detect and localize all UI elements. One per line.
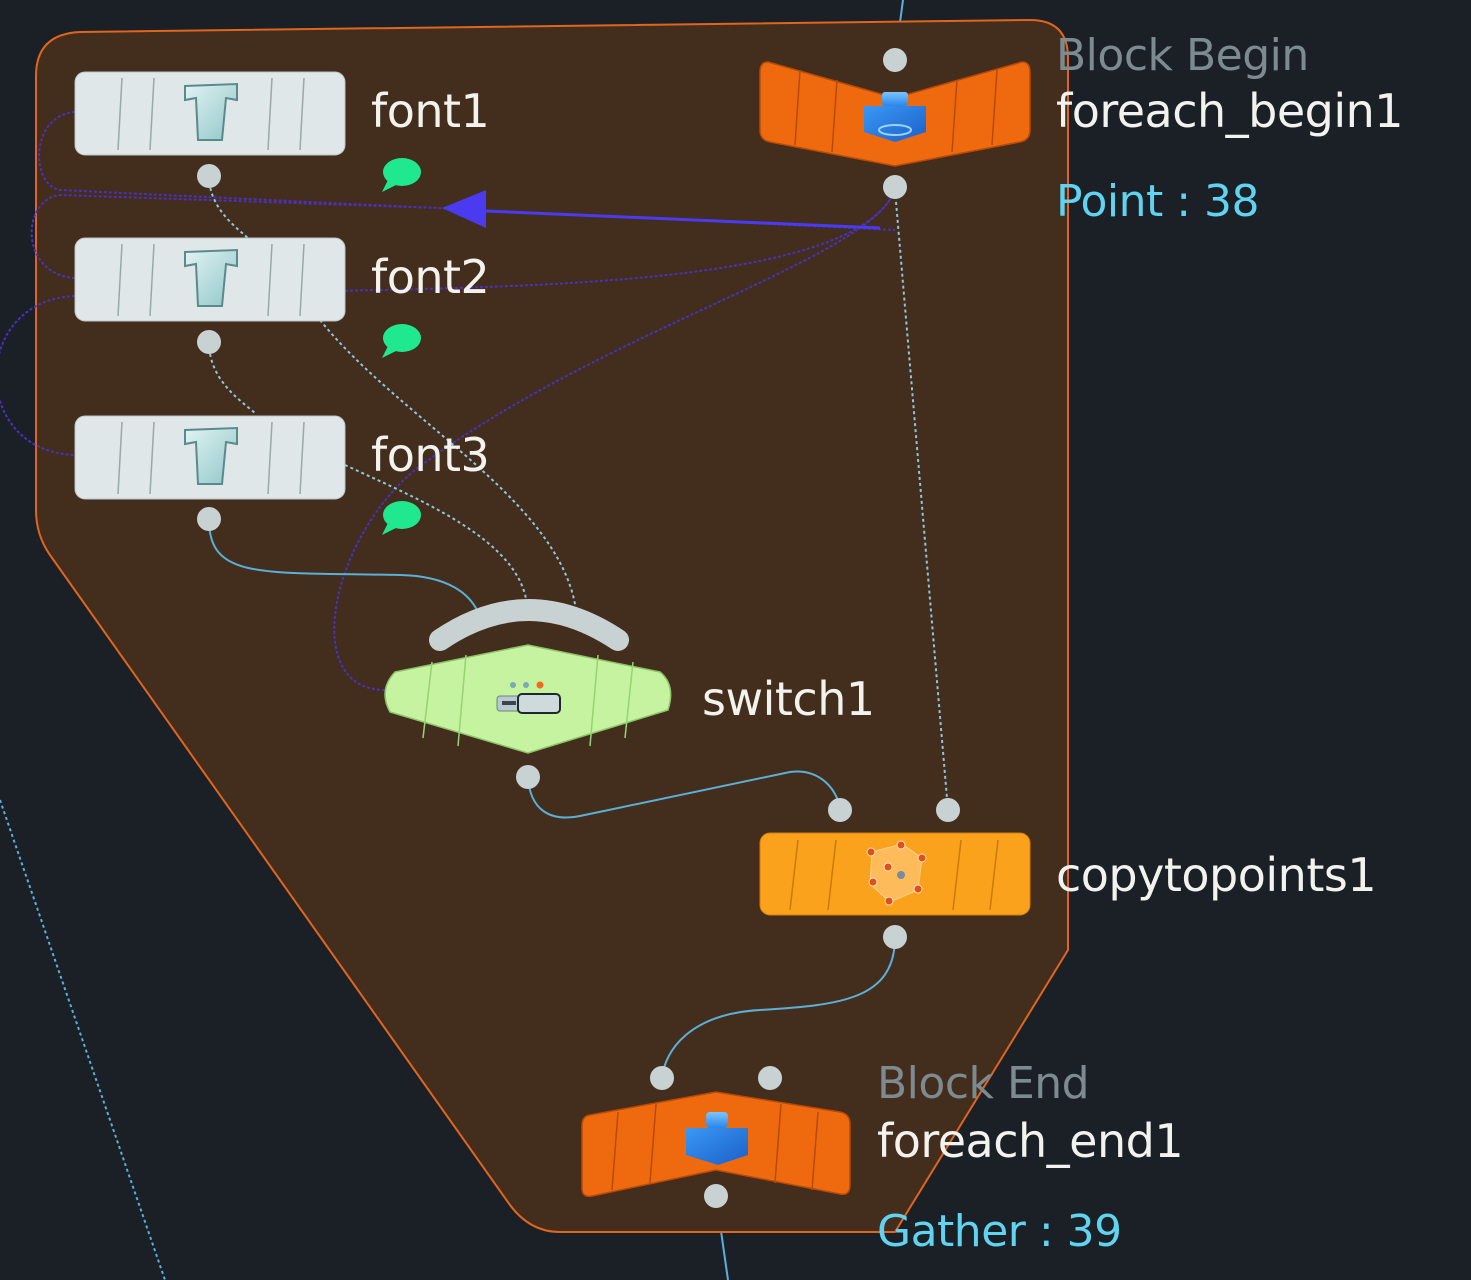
node-switch1[interactable]	[384, 644, 672, 754]
node-type-label-block-begin: Block Begin	[1056, 30, 1309, 81]
comment-badge-icon[interactable]	[382, 158, 421, 192]
node-font2[interactable]	[74, 237, 346, 322]
foreach-begin-output-connector[interactable]	[883, 175, 907, 199]
foreach-end-output-connector[interactable]	[704, 1184, 728, 1208]
node-info-point-count: Point : 38	[1056, 176, 1260, 227]
node-font1[interactable]	[74, 71, 346, 156]
copy-points-icon	[866, 840, 927, 906]
wire-direction-arrow	[442, 190, 486, 228]
solid-wires	[208, 518, 896, 1079]
font3-output-connector[interactable]	[197, 507, 221, 531]
node-label-foreach-begin1: foreach_begin1	[1056, 84, 1404, 138]
node-label-font3: font3	[371, 428, 490, 482]
node-foreach-end1[interactable]	[581, 1091, 851, 1198]
node-label-switch1: switch1	[702, 672, 875, 726]
spare-reference-wires	[0, 111, 896, 691]
node-font3[interactable]	[74, 415, 346, 500]
node-label-foreach-end1: foreach_end1	[877, 1114, 1184, 1168]
foreach-end-input-connector-1[interactable]	[650, 1066, 674, 1090]
switch-multi-input-bar[interactable]	[429, 599, 629, 651]
block-cube-icon	[686, 1112, 748, 1165]
node-copytopoints1[interactable]	[759, 832, 1031, 916]
font2-output-connector[interactable]	[197, 330, 221, 354]
comment-badge-icon[interactable]	[382, 324, 421, 358]
foreach-end-input-connector-2[interactable]	[758, 1066, 782, 1090]
font1-output-connector[interactable]	[197, 164, 221, 188]
switch-output-connector[interactable]	[516, 765, 540, 789]
wire-arrow-line	[485, 209, 881, 230]
input-wires	[208, 175, 949, 811]
comment-badge-icon[interactable]	[382, 501, 421, 535]
node-label-font1: font1	[371, 84, 490, 138]
font-T-icon	[184, 426, 238, 485]
copytopoints-input-connector-2[interactable]	[936, 798, 960, 822]
switch-toggle-icon	[496, 681, 561, 714]
foreach-begin-input-connector[interactable]	[883, 48, 907, 72]
node-label-copytopoints1: copytopoints1	[1056, 848, 1377, 902]
node-info-gather-count: Gather : 39	[877, 1206, 1122, 1257]
font-T-icon	[184, 248, 238, 307]
node-foreach-begin1[interactable]	[759, 61, 1031, 167]
node-type-label-block-end: Block End	[877, 1058, 1090, 1109]
font-T-icon	[184, 82, 238, 141]
block-cube-icon	[864, 92, 926, 142]
wire-external-left	[0, 799, 166, 1280]
node-label-font2: font2	[371, 250, 490, 304]
network-box-foreach[interactable]	[35, 18, 1069, 1233]
copytopoints-input-connector-1[interactable]	[828, 798, 852, 822]
copytopoints-output-connector[interactable]	[883, 925, 907, 949]
